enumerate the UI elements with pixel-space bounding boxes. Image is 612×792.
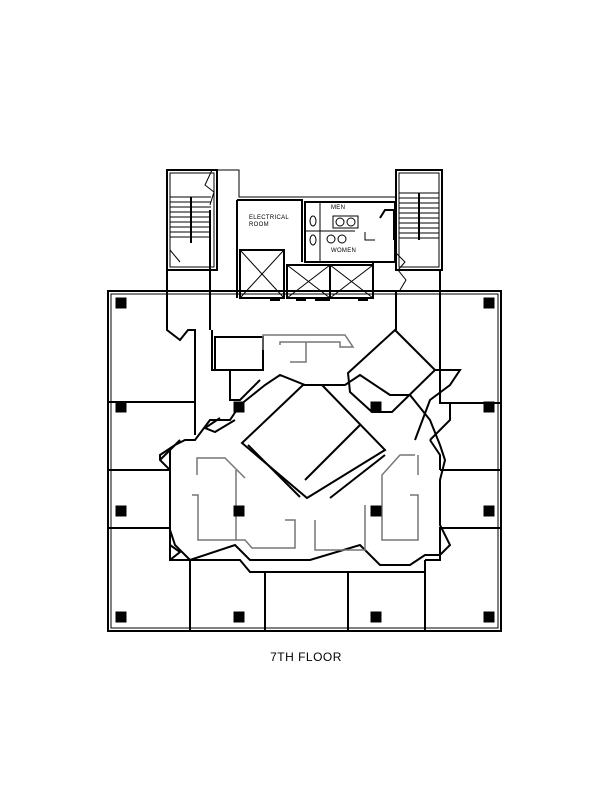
stair-left (166, 169, 218, 271)
corridor-walls (159, 330, 452, 566)
electrical-room-label: ELECTRICAL ROOM (249, 215, 289, 228)
lab-benches (192, 334, 419, 551)
exterior-walls (107, 290, 502, 632)
women-room-label: WOMEN (331, 248, 357, 254)
stair-right (395, 169, 443, 271)
men-room-label: MEN (331, 205, 346, 211)
diamond-office (346, 328, 437, 413)
central-rooms (240, 384, 387, 500)
core (204, 169, 407, 330)
structural-columns (115, 297, 495, 623)
floor-title: 7TH FLOOR (270, 650, 342, 664)
perimeter-offices (108, 269, 501, 631)
